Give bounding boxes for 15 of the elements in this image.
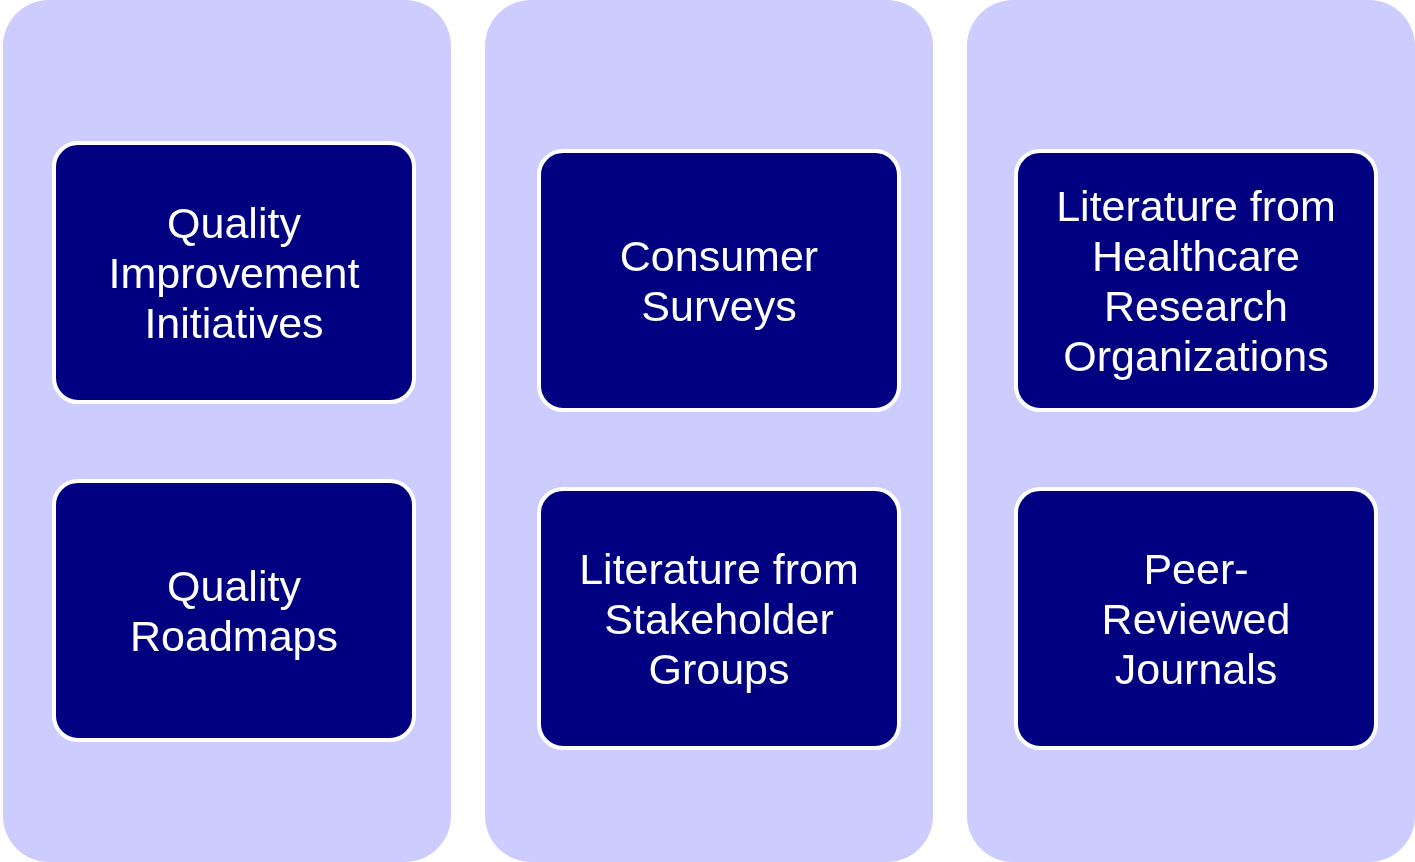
box-label: Quality Roadmaps	[129, 560, 339, 661]
process-box	[52, 479, 416, 742]
box-label: Consumer Surveys	[618, 230, 820, 331]
column-panel	[3, 0, 451, 862]
process-box	[537, 149, 901, 412]
process-box	[52, 141, 416, 404]
process-box	[1014, 487, 1378, 750]
box-label: Quality Improvement Initiatives	[107, 197, 361, 348]
process-box	[537, 487, 901, 750]
box-label: Literature from Healthcare Research Organizations	[1055, 180, 1337, 381]
process-box	[1014, 149, 1378, 412]
box-label: Peer-Reviewed Journals	[1100, 543, 1292, 694]
column-panel	[485, 0, 933, 862]
column-panel	[967, 0, 1415, 862]
box-label: Literature from Stakeholder Groups	[578, 543, 860, 694]
